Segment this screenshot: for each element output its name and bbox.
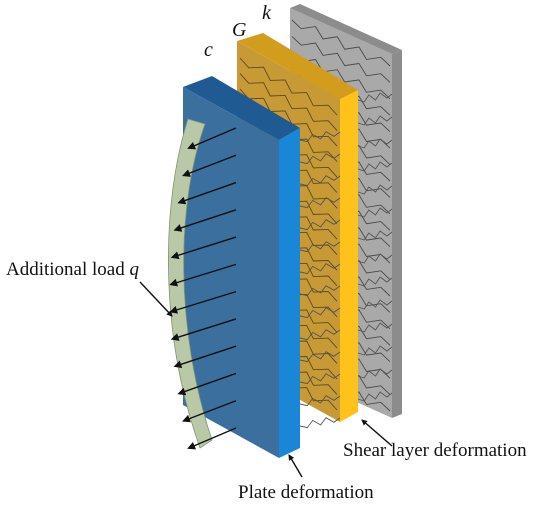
spring-icon xyxy=(299,153,341,165)
spring-icon xyxy=(299,395,341,407)
arrow-left-down-icon xyxy=(170,318,237,341)
plate-side xyxy=(279,128,300,458)
spring-icon xyxy=(357,322,393,333)
plate-deformation-label: Plate deformation xyxy=(238,482,374,503)
spring-icon xyxy=(357,230,393,241)
spring-icon xyxy=(299,219,341,231)
spring-icon xyxy=(299,373,341,385)
load-pointer-arrow xyxy=(139,281,173,317)
spring-icon xyxy=(357,115,393,126)
arrow-left-down-icon xyxy=(173,209,237,232)
spring-icon xyxy=(299,307,341,319)
arrow-left-down-icon xyxy=(187,427,237,450)
arrow-left-down-icon xyxy=(169,263,237,287)
spring-icon xyxy=(291,36,391,83)
spring-icon xyxy=(357,391,393,402)
spring-icon xyxy=(299,351,341,363)
spring-icon xyxy=(239,73,338,131)
spring-icon xyxy=(357,184,393,195)
spring-icon xyxy=(299,131,341,143)
spring-panel-top xyxy=(290,4,402,54)
spring-icon xyxy=(299,417,341,429)
spring-icon xyxy=(239,57,338,116)
spring-icon xyxy=(357,138,393,149)
arrow-left-down-icon xyxy=(170,236,237,260)
spring-icon xyxy=(299,285,341,297)
spring-panel-side xyxy=(392,50,402,418)
spring-icon xyxy=(291,19,391,67)
shear-layer-side xyxy=(340,90,358,422)
plate-block xyxy=(183,76,300,458)
plate-front xyxy=(183,87,279,458)
arrow-left-down-icon xyxy=(169,290,237,314)
arrow-left-down-icon xyxy=(187,127,237,150)
spring-icon xyxy=(299,197,341,209)
shear-modulus-label-g: G xyxy=(232,19,247,41)
spring-icon xyxy=(299,241,341,253)
stiffness-label-k: k xyxy=(262,2,272,24)
spring-icon xyxy=(357,253,393,264)
additional-load-text: Additional load xyxy=(6,259,129,280)
additional-load-symbol: q xyxy=(129,259,139,280)
load-arrows xyxy=(169,127,237,450)
spring-icon xyxy=(357,207,393,218)
spring-icon xyxy=(357,161,393,172)
shear-layer-pointer-arrow xyxy=(361,419,393,447)
connecting-springs xyxy=(357,92,393,402)
plate-pointer-arrow xyxy=(288,454,303,478)
plate-shear-springs xyxy=(299,131,341,429)
arrow-left-down-icon xyxy=(177,372,237,396)
plate-top xyxy=(183,76,300,140)
arrow-left-down-icon xyxy=(182,154,237,177)
spring-icon xyxy=(299,175,341,187)
spring-icon xyxy=(239,88,338,147)
arrow-left-down-icon xyxy=(173,345,237,369)
arrow-left-down-icon xyxy=(182,400,237,423)
spring-icon xyxy=(357,299,393,310)
arrow-left-down-icon xyxy=(177,181,237,205)
spring-icon xyxy=(299,263,341,275)
spring-icon xyxy=(357,276,393,287)
shear-layer-deformation-label: Shear layer deformation xyxy=(343,440,527,461)
spring-icon xyxy=(299,329,341,341)
spring-icon xyxy=(357,368,393,379)
spring-icon xyxy=(357,345,393,356)
damping-label-c: c xyxy=(204,39,213,61)
shear-layer-top xyxy=(237,33,358,99)
additional-load-label: Additional load q xyxy=(6,259,139,280)
spring-icon xyxy=(357,92,393,103)
